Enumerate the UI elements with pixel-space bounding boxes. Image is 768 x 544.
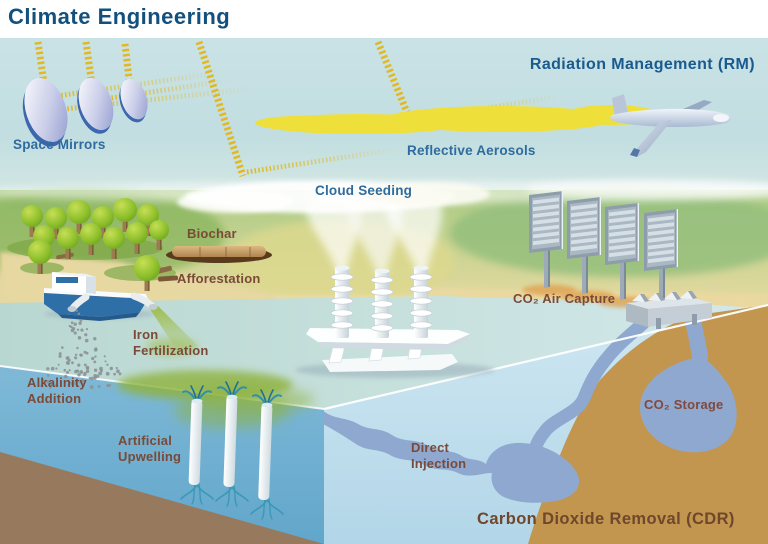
alkalinity-particles	[39, 310, 122, 390]
rotor-ship-icon	[295, 265, 495, 378]
upwelling-pipes	[174, 381, 290, 520]
direct-injection-reservoir	[323, 411, 580, 503]
space-mirrors-illustration	[22, 77, 148, 147]
co2-storage-reservoir	[640, 357, 737, 453]
injection-pipe	[527, 312, 655, 459]
cloud-seeding-cloud	[177, 181, 490, 274]
co2-reservoirs	[323, 308, 737, 503]
airplane-icon	[610, 94, 731, 157]
capture-plant-icon	[626, 291, 712, 329]
biochar-icon	[166, 246, 272, 263]
aerosol-plume	[255, 105, 660, 134]
air-capture-panels	[522, 191, 691, 314]
afforestation-forest	[7, 198, 179, 291]
